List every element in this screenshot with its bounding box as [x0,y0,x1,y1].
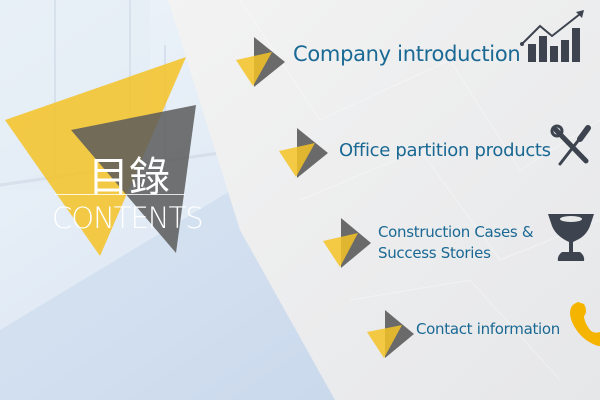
phone-icon [570,302,600,346]
trophy-icon [548,214,594,261]
menu-item-contact-information[interactable]: Contact information [416,320,560,338]
title-divider [55,194,185,195]
bullet-1 [236,37,285,87]
title-chinese: 目錄 [88,153,170,201]
bullet-3 [323,218,371,268]
menu-item-line2: Success Stories [378,244,491,262]
menu-item-construction-cases[interactable]: Construction Cases & Success Stories [378,222,534,264]
bullet-2 [279,128,328,178]
menu-item-company-introduction[interactable]: Company introduction [293,42,521,66]
bullet-4 [367,310,414,358]
menu-item-office-partition-products[interactable]: Office partition products [339,140,551,161]
gray-triangle-large [71,105,196,253]
wrench-screwdriver-icon [550,124,591,166]
bar-chart-growth-icon [520,10,584,62]
menu-item-line1: Construction Cases & [378,223,534,241]
title-english: CONTENTS [52,201,204,235]
gray-polygon-panel [168,0,600,400]
